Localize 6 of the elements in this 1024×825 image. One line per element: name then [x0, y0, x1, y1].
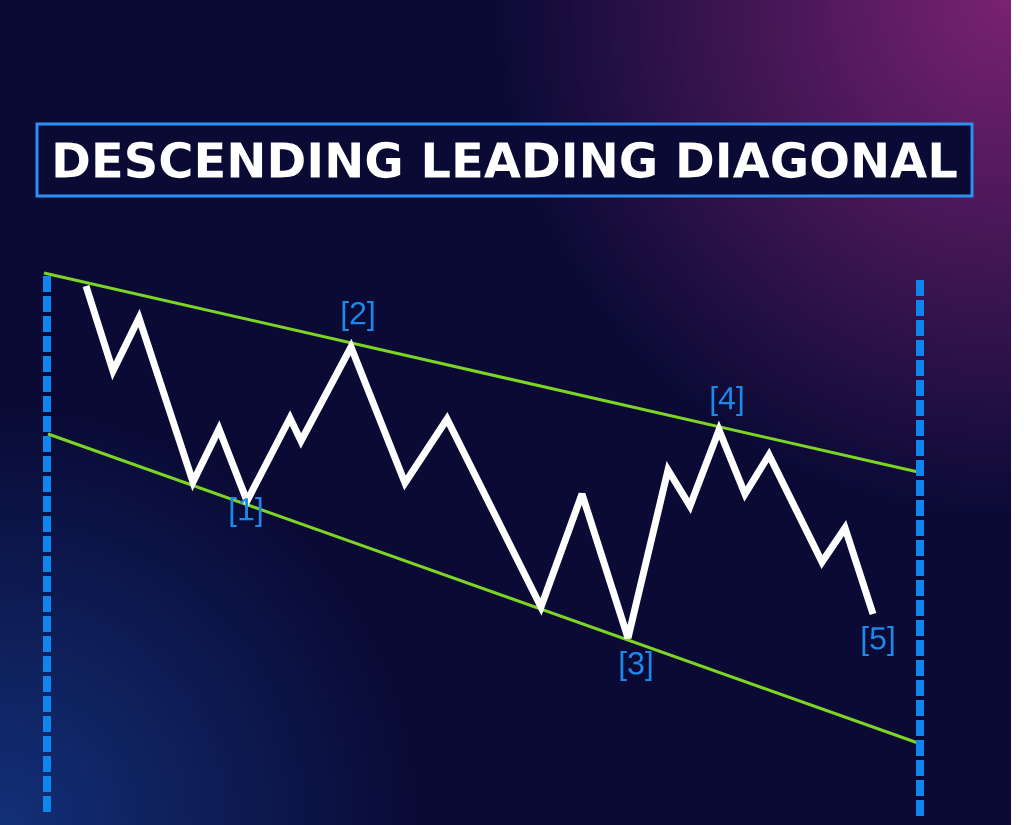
- wave-label: [4]: [711, 386, 743, 416]
- wave-label: [3]: [620, 651, 652, 681]
- wave-label: [1]: [230, 497, 262, 527]
- title-box: DESCENDING LEADING DIAGONAL: [35, 122, 974, 198]
- wave-label: [2]: [342, 301, 374, 331]
- wave-label: [5]: [862, 626, 894, 656]
